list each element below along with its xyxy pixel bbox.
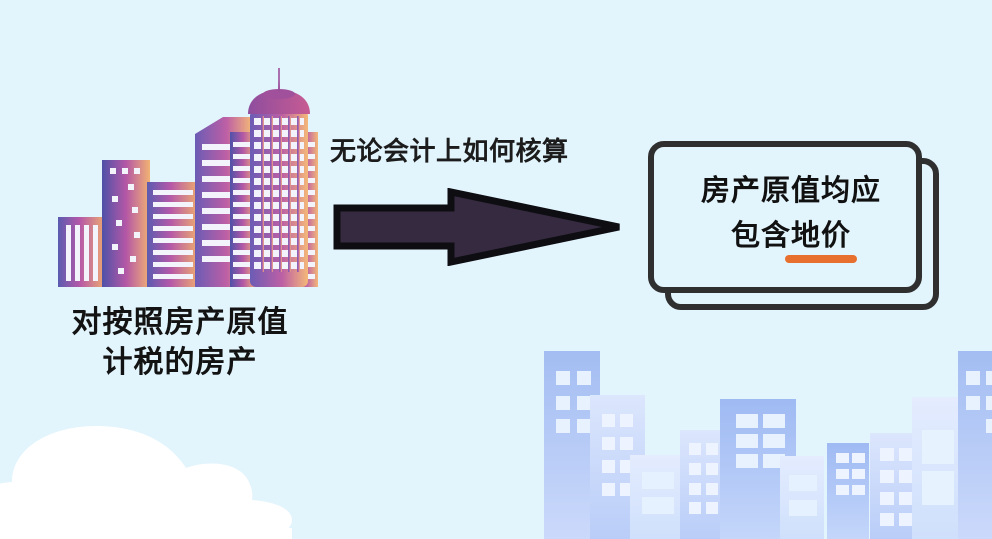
city-skyline-illustration [40, 62, 330, 292]
left-caption-line-1: 对按照房产原值 [71, 306, 289, 339]
left-caption: 对按照房产原值 计税的房产 [20, 303, 340, 382]
conclusion-line-1: 房产原值均应 [700, 175, 881, 207]
skyline-decoration [530, 338, 992, 539]
conclusion-card-group: 房产原值均应 包含地价 [645, 138, 945, 310]
left-caption-line-2: 计税的房产 [102, 345, 258, 379]
conclusion-highlight-term: 地价 [784, 214, 858, 263]
arrow-caption-label: 无论会计上如何核算 [330, 136, 569, 166]
conclusion-line-2-prefix: 包含 [730, 219, 791, 252]
conclusion-card-front: 房产原值均应 包含地价 [648, 141, 922, 293]
cloud-decoration [0, 418, 300, 539]
flow-arrow-icon [333, 187, 623, 267]
conclusion-line-2: 包含地价 [654, 214, 928, 263]
conclusion-card-text: 房产原值均应 包含地价 [654, 169, 928, 263]
